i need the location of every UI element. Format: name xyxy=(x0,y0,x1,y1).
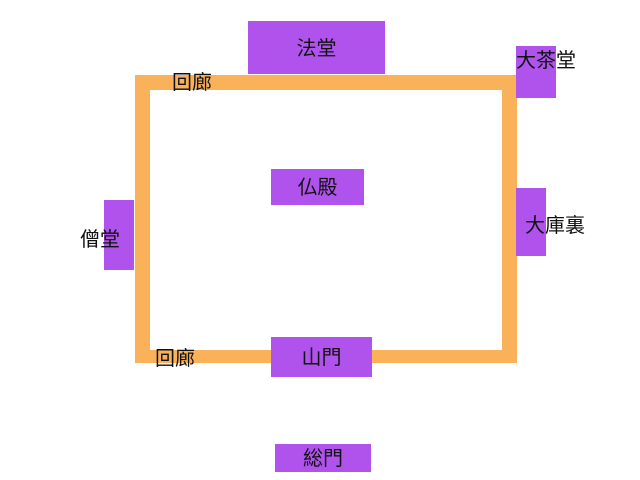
sanmon-building: 山門 xyxy=(271,337,372,377)
corridor-label-bottom: 回廊 xyxy=(155,346,195,370)
corridor-label-top: 回廊 xyxy=(172,70,212,94)
sodo-label: 僧堂 xyxy=(80,227,120,251)
hatto-label: 法堂 xyxy=(296,35,337,60)
sodo-building xyxy=(104,200,134,270)
daichado-building xyxy=(516,46,556,98)
butsuden-building: 仏殿 xyxy=(271,169,364,205)
sanmon-label: 山門 xyxy=(301,345,342,369)
hatto-building: 法堂 xyxy=(248,21,385,74)
somon-building: 総門 xyxy=(275,444,371,472)
daikuri-label: 大庫裏 xyxy=(525,213,585,237)
corridor-north-wall xyxy=(135,75,517,90)
butsuden-label: 仏殿 xyxy=(297,175,338,199)
daikuri-building xyxy=(516,188,546,256)
somon-label: 総門 xyxy=(303,446,343,470)
corridor-west-wall xyxy=(135,75,150,363)
daichado-label: 大茶堂 xyxy=(516,48,576,72)
corridor-east-wall xyxy=(502,75,517,363)
